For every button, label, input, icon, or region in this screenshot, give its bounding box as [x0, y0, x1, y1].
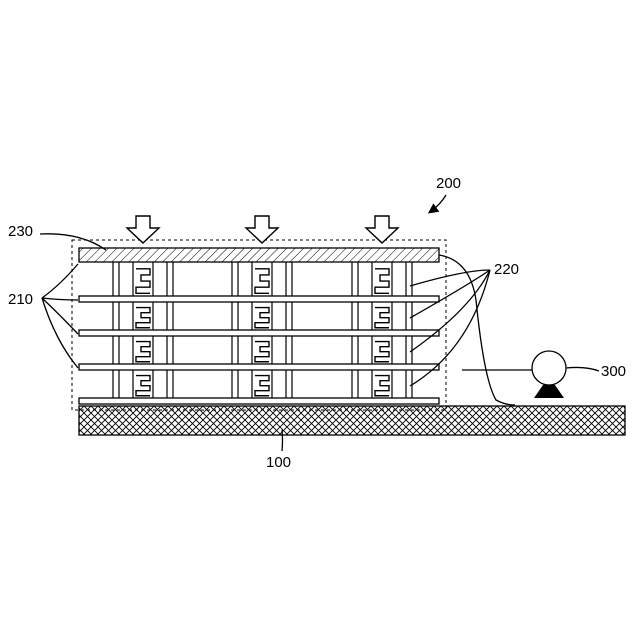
spring-element	[136, 308, 150, 328]
plate-1	[79, 296, 439, 302]
system-enclosure	[72, 240, 446, 410]
spring-element	[255, 376, 269, 396]
label-base: 100	[266, 454, 291, 471]
label-device-leader	[566, 367, 599, 371]
spring-element	[375, 308, 389, 328]
spring-element	[375, 269, 389, 293]
top-plate	[79, 248, 439, 262]
column-group-2-tier-3	[232, 336, 292, 364]
column-group-2-tier-2	[232, 302, 292, 330]
column-group-1-tier-2	[113, 302, 173, 330]
spring-element	[375, 342, 389, 362]
column-group-3-tier-3	[352, 336, 412, 364]
plate-4	[79, 398, 439, 404]
label-device: 300	[601, 363, 626, 380]
spring-element	[255, 308, 269, 328]
label-plates: 210	[8, 291, 33, 308]
column-group-1-tier-4	[113, 370, 173, 398]
load-arrows	[127, 216, 398, 243]
column-group-1-tier-3	[113, 336, 173, 364]
column-group-2-tier-1	[232, 262, 292, 296]
down-arrow-3	[366, 216, 398, 243]
label-plates-leaders	[42, 264, 78, 368]
column-group-3-tier-1	[352, 262, 412, 296]
spring-element	[375, 376, 389, 396]
label-base-leader	[282, 430, 283, 451]
spring-element	[136, 342, 150, 362]
down-arrow-2	[246, 216, 278, 243]
spring-element	[136, 269, 150, 293]
spring-element	[255, 342, 269, 362]
plate-3	[79, 364, 439, 370]
label-top-plate: 230	[8, 223, 33, 240]
column-group-3-tier-2	[352, 302, 412, 330]
base-block	[79, 406, 625, 435]
down-arrow-1	[127, 216, 159, 243]
label-system: 200	[436, 175, 461, 192]
label-system-leader	[430, 195, 446, 212]
device	[532, 351, 566, 398]
spring-element	[136, 376, 150, 396]
column-group-1-tier-1	[113, 262, 173, 296]
label-columns: 220	[494, 261, 519, 278]
column-group-2-tier-4	[232, 370, 292, 398]
plate-2	[79, 330, 439, 336]
column-group-3-tier-4	[352, 370, 412, 398]
spring-element	[255, 269, 269, 293]
